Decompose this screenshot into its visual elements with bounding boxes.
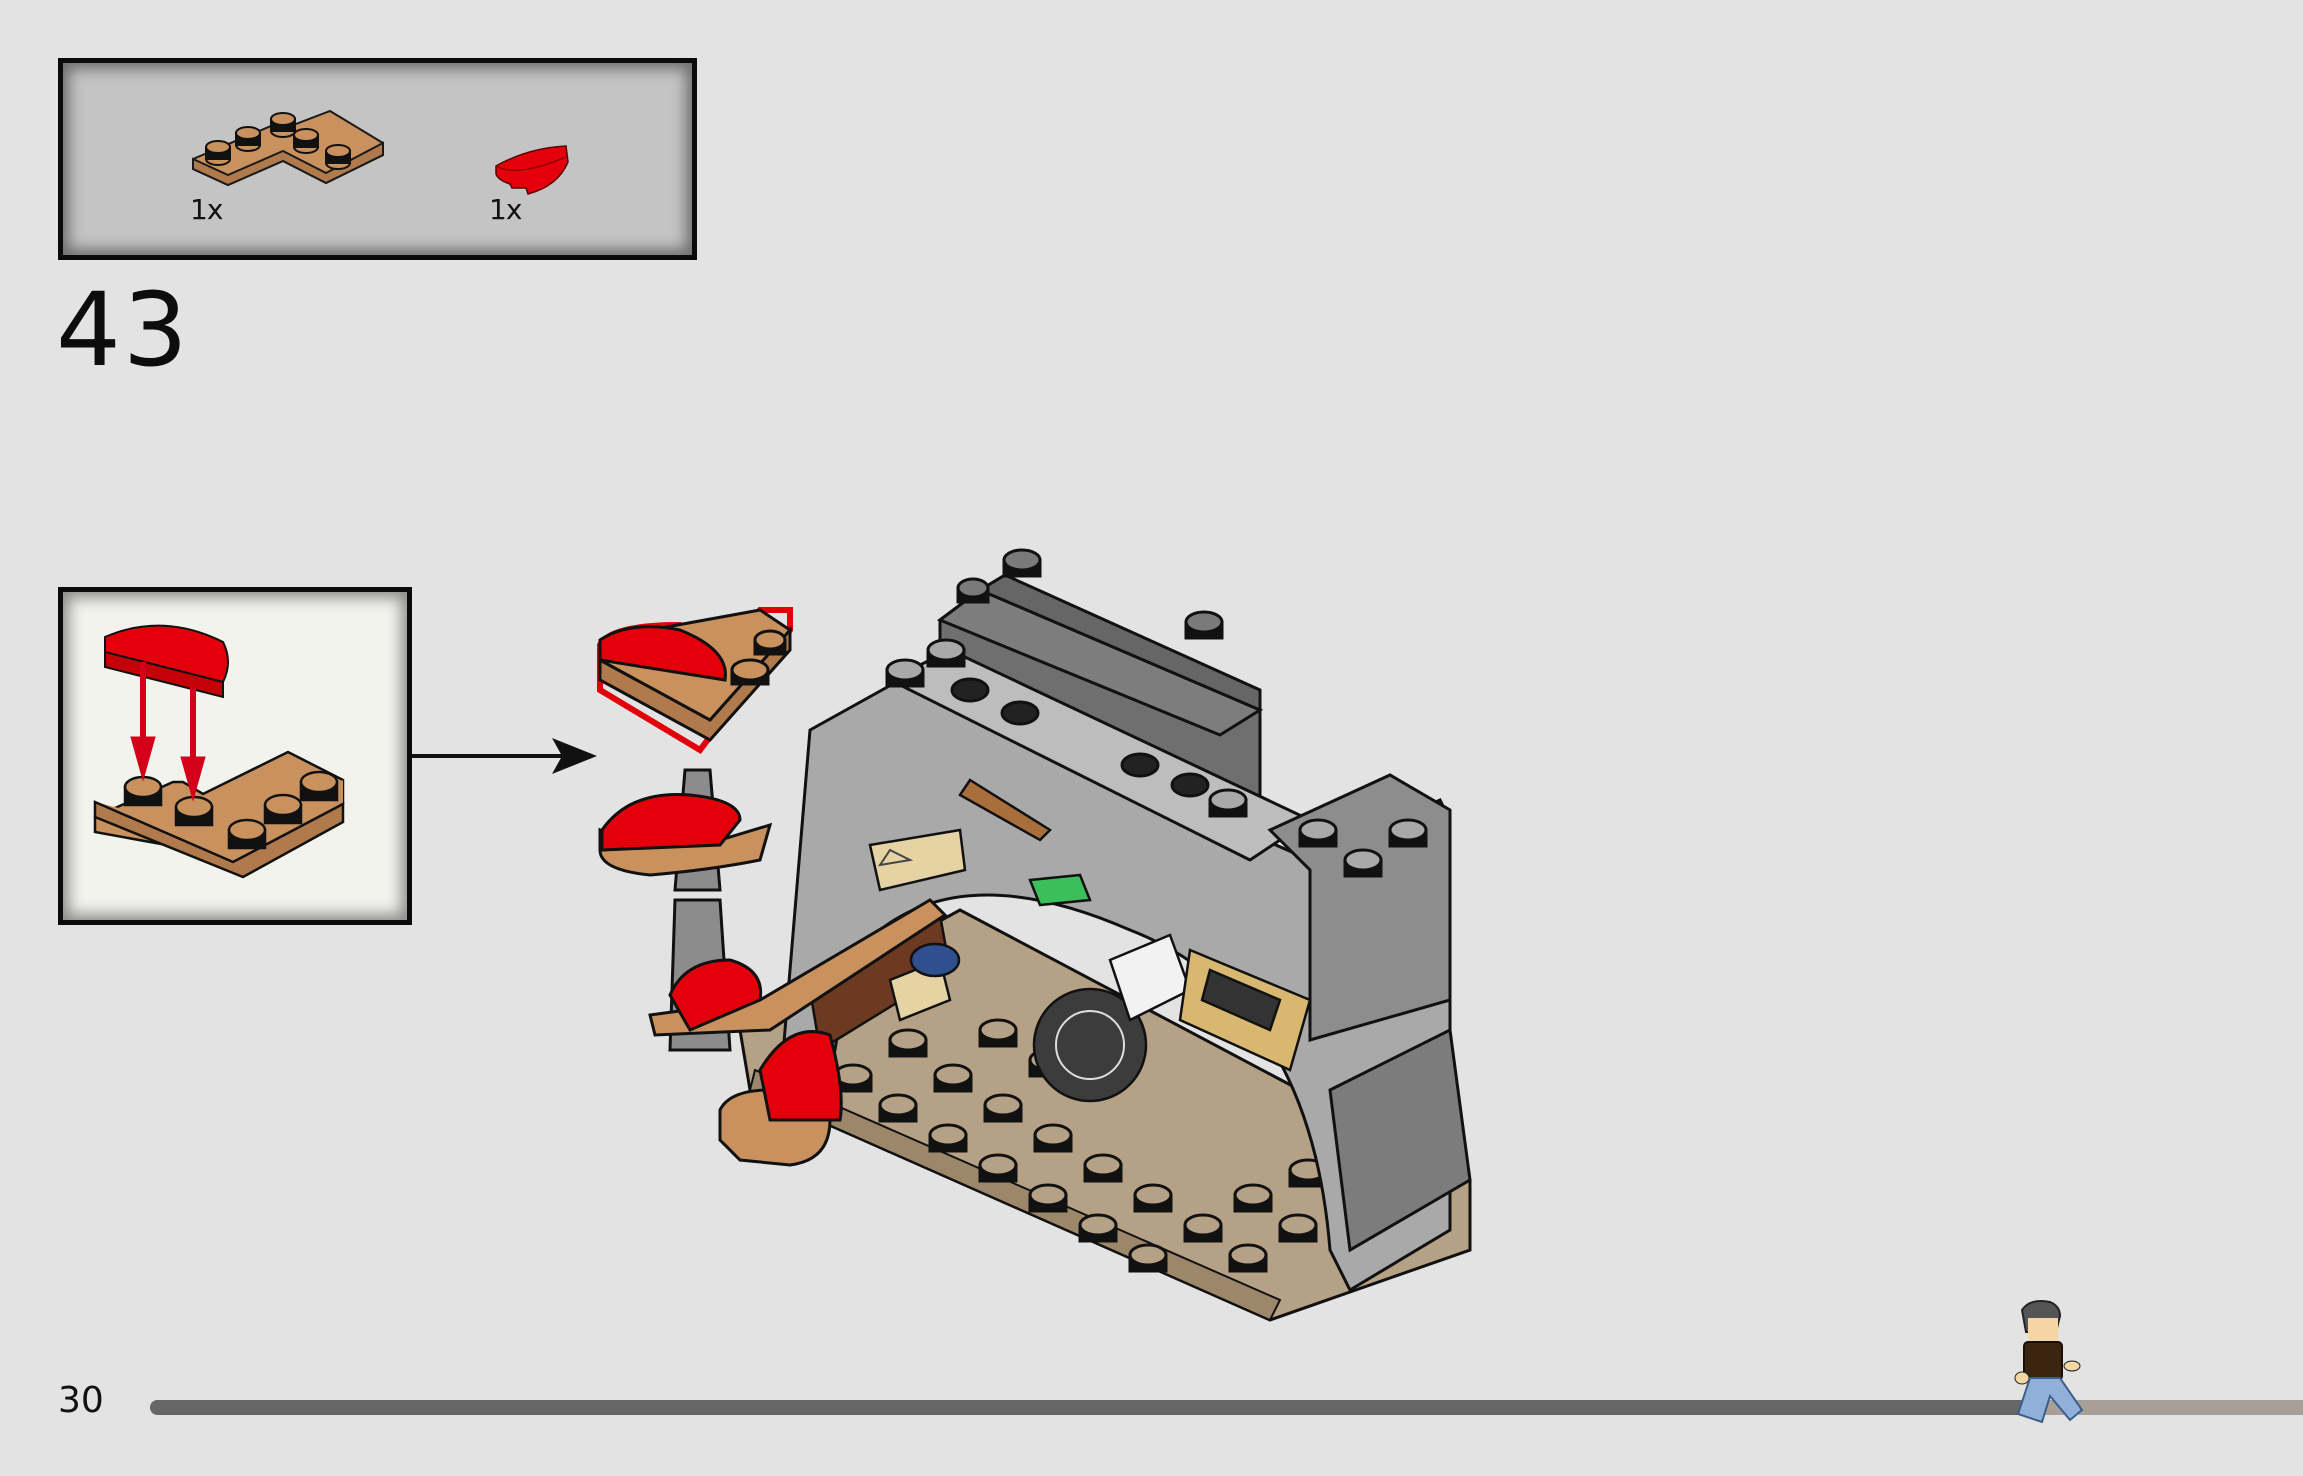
baseplate-studs — [833, 1018, 1328, 1273]
main-model-illustration — [597, 548, 1472, 1322]
instruction-progress-bar — [150, 1400, 2303, 1415]
minifigure-progress-marker-icon — [2014, 1300, 2084, 1424]
progress-bar-fill — [150, 1400, 2024, 1415]
interior-props — [808, 778, 1312, 1103]
page-number: 30 — [58, 1380, 104, 1421]
callout-assembly-illustration — [93, 624, 345, 879]
part-quantity: 1x — [190, 193, 223, 226]
step-number: 43 — [56, 271, 190, 390]
stair-plates — [597, 607, 948, 1167]
parts-list-box: 1x 1x — [58, 58, 697, 260]
part-corner-plate-icon — [192, 109, 384, 187]
insertion-arrows — [130, 662, 206, 802]
part-quantity: 1x — [489, 193, 522, 226]
callout-box — [58, 587, 412, 925]
part-half-round-tile-icon — [495, 145, 569, 195]
callout-connector-arrow-icon — [412, 738, 597, 774]
